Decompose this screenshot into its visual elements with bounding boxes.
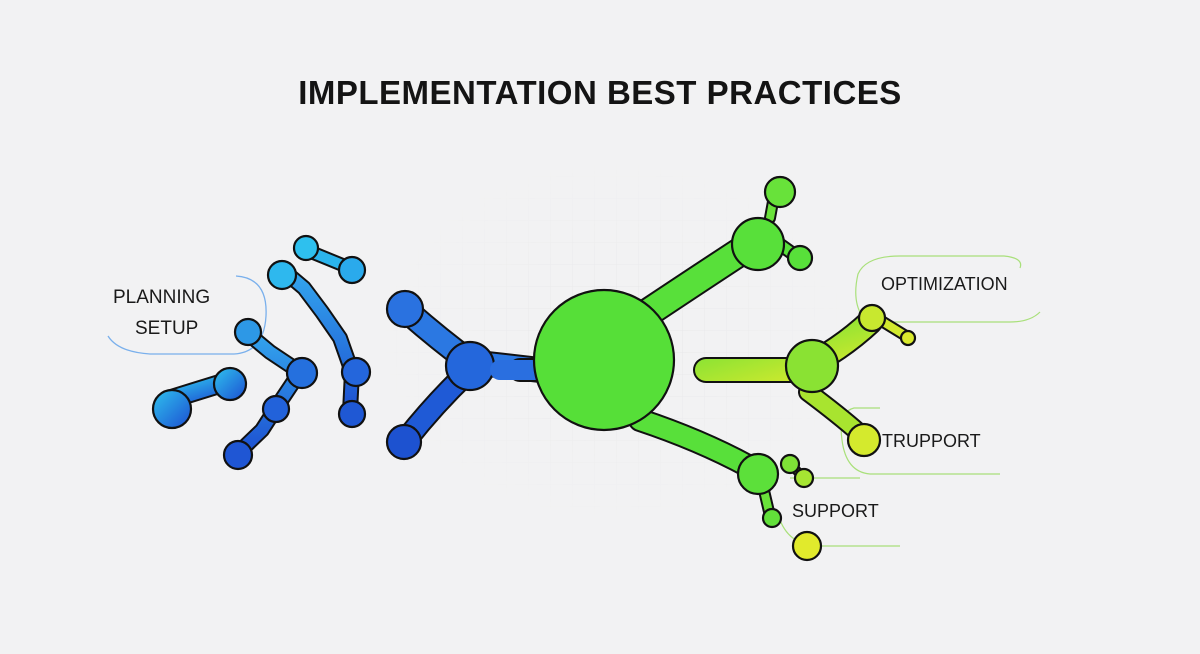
- central-hub: [532, 288, 676, 432]
- blue-node: [337, 255, 367, 285]
- blue-junction: [444, 340, 496, 392]
- green-junction: [784, 338, 840, 394]
- yellow-node: [846, 422, 882, 458]
- label-optimization: OPTIMIZATION: [881, 274, 1008, 294]
- blue-node: [337, 399, 367, 429]
- blue-node: [385, 289, 425, 329]
- label-planning: PLANNING: [113, 287, 211, 308]
- blue-node: [385, 423, 423, 461]
- blue-node: [222, 439, 254, 471]
- label-trupport: TRUPPORT: [882, 431, 981, 451]
- green-node: [763, 175, 797, 209]
- yellow-node: [899, 329, 917, 347]
- yellow-node: [857, 303, 887, 333]
- blue-node: [261, 394, 291, 424]
- green-node: [779, 453, 801, 475]
- label-support: SUPPORT: [792, 501, 879, 521]
- green-node: [761, 507, 783, 529]
- blue-node: [292, 234, 320, 262]
- label-setup: SETUP: [135, 318, 199, 339]
- optimization-bracket: [855, 255, 1022, 317]
- blue-node: [151, 388, 193, 430]
- blue-node: [233, 317, 263, 347]
- green-node: [793, 467, 815, 489]
- blue-node: [340, 356, 372, 388]
- green-node: [730, 216, 786, 272]
- blue-node: [212, 366, 248, 402]
- blue-node: [266, 259, 298, 291]
- green-node: [786, 244, 814, 272]
- blue-node: [285, 356, 319, 390]
- yellow-node: [791, 530, 823, 562]
- green-node: [736, 452, 780, 496]
- diagram-title: IMPLEMENTATION BEST PRACTICES: [298, 74, 902, 111]
